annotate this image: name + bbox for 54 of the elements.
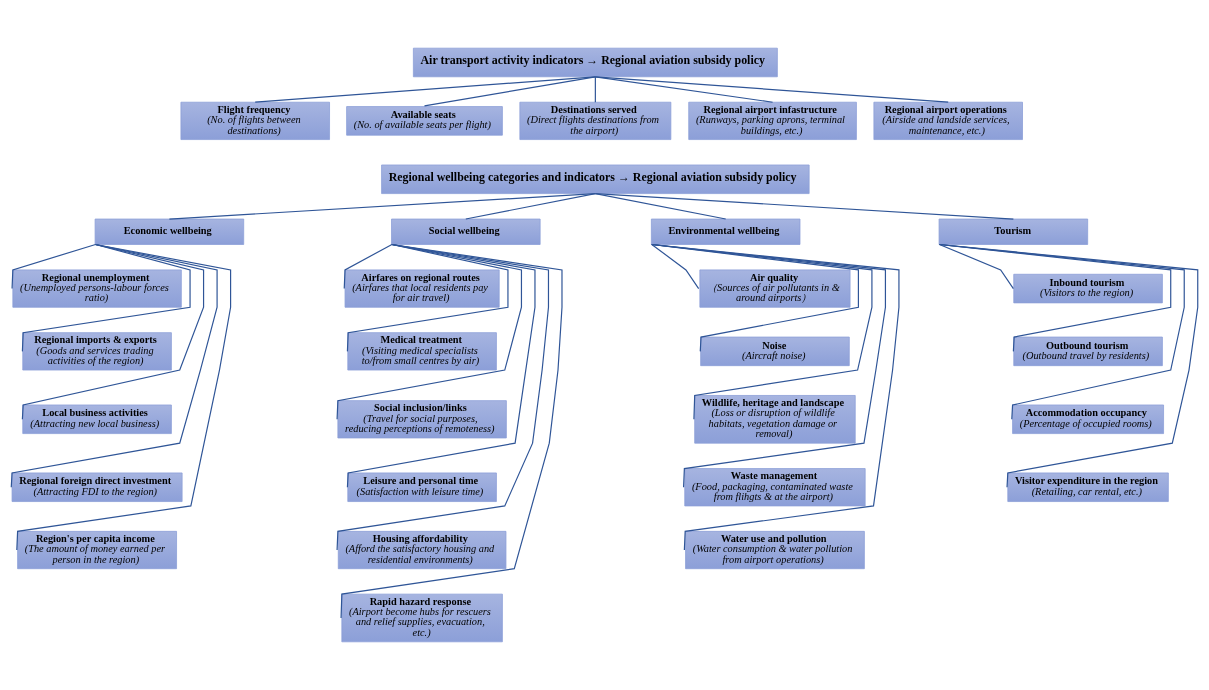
node-box: Region's per capita income (The amount of money earned per person in the region) xyxy=(17,530,177,570)
connector xyxy=(168,193,596,220)
node-box: Waste management (Food, packaging, contaminated waste from flihgts & at the airport) xyxy=(684,468,866,507)
node-box: Inbound tourism (Visitors to the region) xyxy=(1013,273,1163,304)
connector xyxy=(594,76,596,103)
node-box: Housing affordability (Afford the satisfactory housing and residential environments) xyxy=(337,530,507,570)
connector xyxy=(254,76,596,103)
node-box: Leisure and personal time (Satisfaction with leisure time) xyxy=(347,472,497,502)
node-box: Regional wellbeing categories and indicators → Regional aviation subsidy policy xyxy=(381,164,810,194)
node-box: Regional unemployment (Unemployed persons-labour forces ratio) xyxy=(12,269,182,308)
connector xyxy=(938,243,1172,352)
node-box: Medical treatment (Visiting medical specialists to/from small centres by air) xyxy=(347,332,497,371)
node-box: Airfares on regional routes (Airfares that local residents pay for air travel) xyxy=(344,269,500,308)
connector xyxy=(340,243,563,619)
connector xyxy=(423,76,596,107)
connector xyxy=(651,243,900,551)
node-box: Economic wellbeing xyxy=(94,218,245,245)
connector xyxy=(938,243,1199,488)
connector xyxy=(594,76,949,103)
node-box: Regional foreign direct investment (Attracting FDI to the region) xyxy=(11,472,183,502)
node-box: Destinations served (Direct flights destinations from the airport) xyxy=(519,101,672,140)
node-box: Outbound tourism (Outbound travel by residents) xyxy=(1013,336,1163,367)
node-box: Regional imports & exports (Goods and services trading activities of the region) xyxy=(22,332,172,371)
node-box: Air transport activity indicators → Regional aviation subsidy policy xyxy=(412,47,778,78)
connector xyxy=(651,243,700,290)
connector xyxy=(11,243,97,290)
node-box: Local business activities (Attracting new local business) xyxy=(22,404,172,434)
node-box: Air quality （Sources of air pollutants in & around airports） xyxy=(699,269,851,308)
connector xyxy=(594,76,774,103)
node-box: Rapid hazard response (Airport become hubs for rescuers and relief supplies, evacuation, etc.) xyxy=(341,593,503,643)
node-box: Flight frequency (No. of flights between destinations) xyxy=(180,101,330,140)
connector xyxy=(594,193,1014,220)
connector xyxy=(343,243,393,290)
connector xyxy=(651,243,873,420)
node-box: Social wellbeing xyxy=(391,218,541,245)
node-box: Noise (Aircraft noise) xyxy=(700,336,850,367)
connector xyxy=(594,193,727,220)
connector xyxy=(651,243,887,488)
connector xyxy=(651,243,859,352)
node-box: Available seats (No. of available seats per flight) xyxy=(346,106,503,136)
node-box: Accommodation occupancy (Percentage of occupied rooms) xyxy=(1012,404,1164,434)
connector xyxy=(16,243,232,551)
connector xyxy=(938,243,1185,420)
connector xyxy=(336,243,523,420)
connector xyxy=(938,243,1014,290)
node-box: Environmental wellbeing xyxy=(651,218,801,245)
node-box: Regional airport operations (Airside and landside services, maintenance, etc.) xyxy=(873,101,1023,140)
node-box: Tourism xyxy=(938,218,1089,245)
node-box: Wildlife, heritage and landscape (Loss or disruption of wildlife habitats, vegetation damage or removal) xyxy=(694,395,856,444)
node-box: Social inclusion/links (Travel for social purposes, reducing perceptions of remoteness) xyxy=(337,400,507,439)
node-box: Regional airport infastructure (Runways, parking aprons, terminal buildings, etc.) xyxy=(688,101,857,140)
node-box: Water use and pollution (Water consumption & water pollution from airport operations) xyxy=(685,530,865,570)
node-box: Visitor expenditure in the region (Retailing, car rental, etc.) xyxy=(1007,472,1169,502)
connector xyxy=(465,193,596,220)
